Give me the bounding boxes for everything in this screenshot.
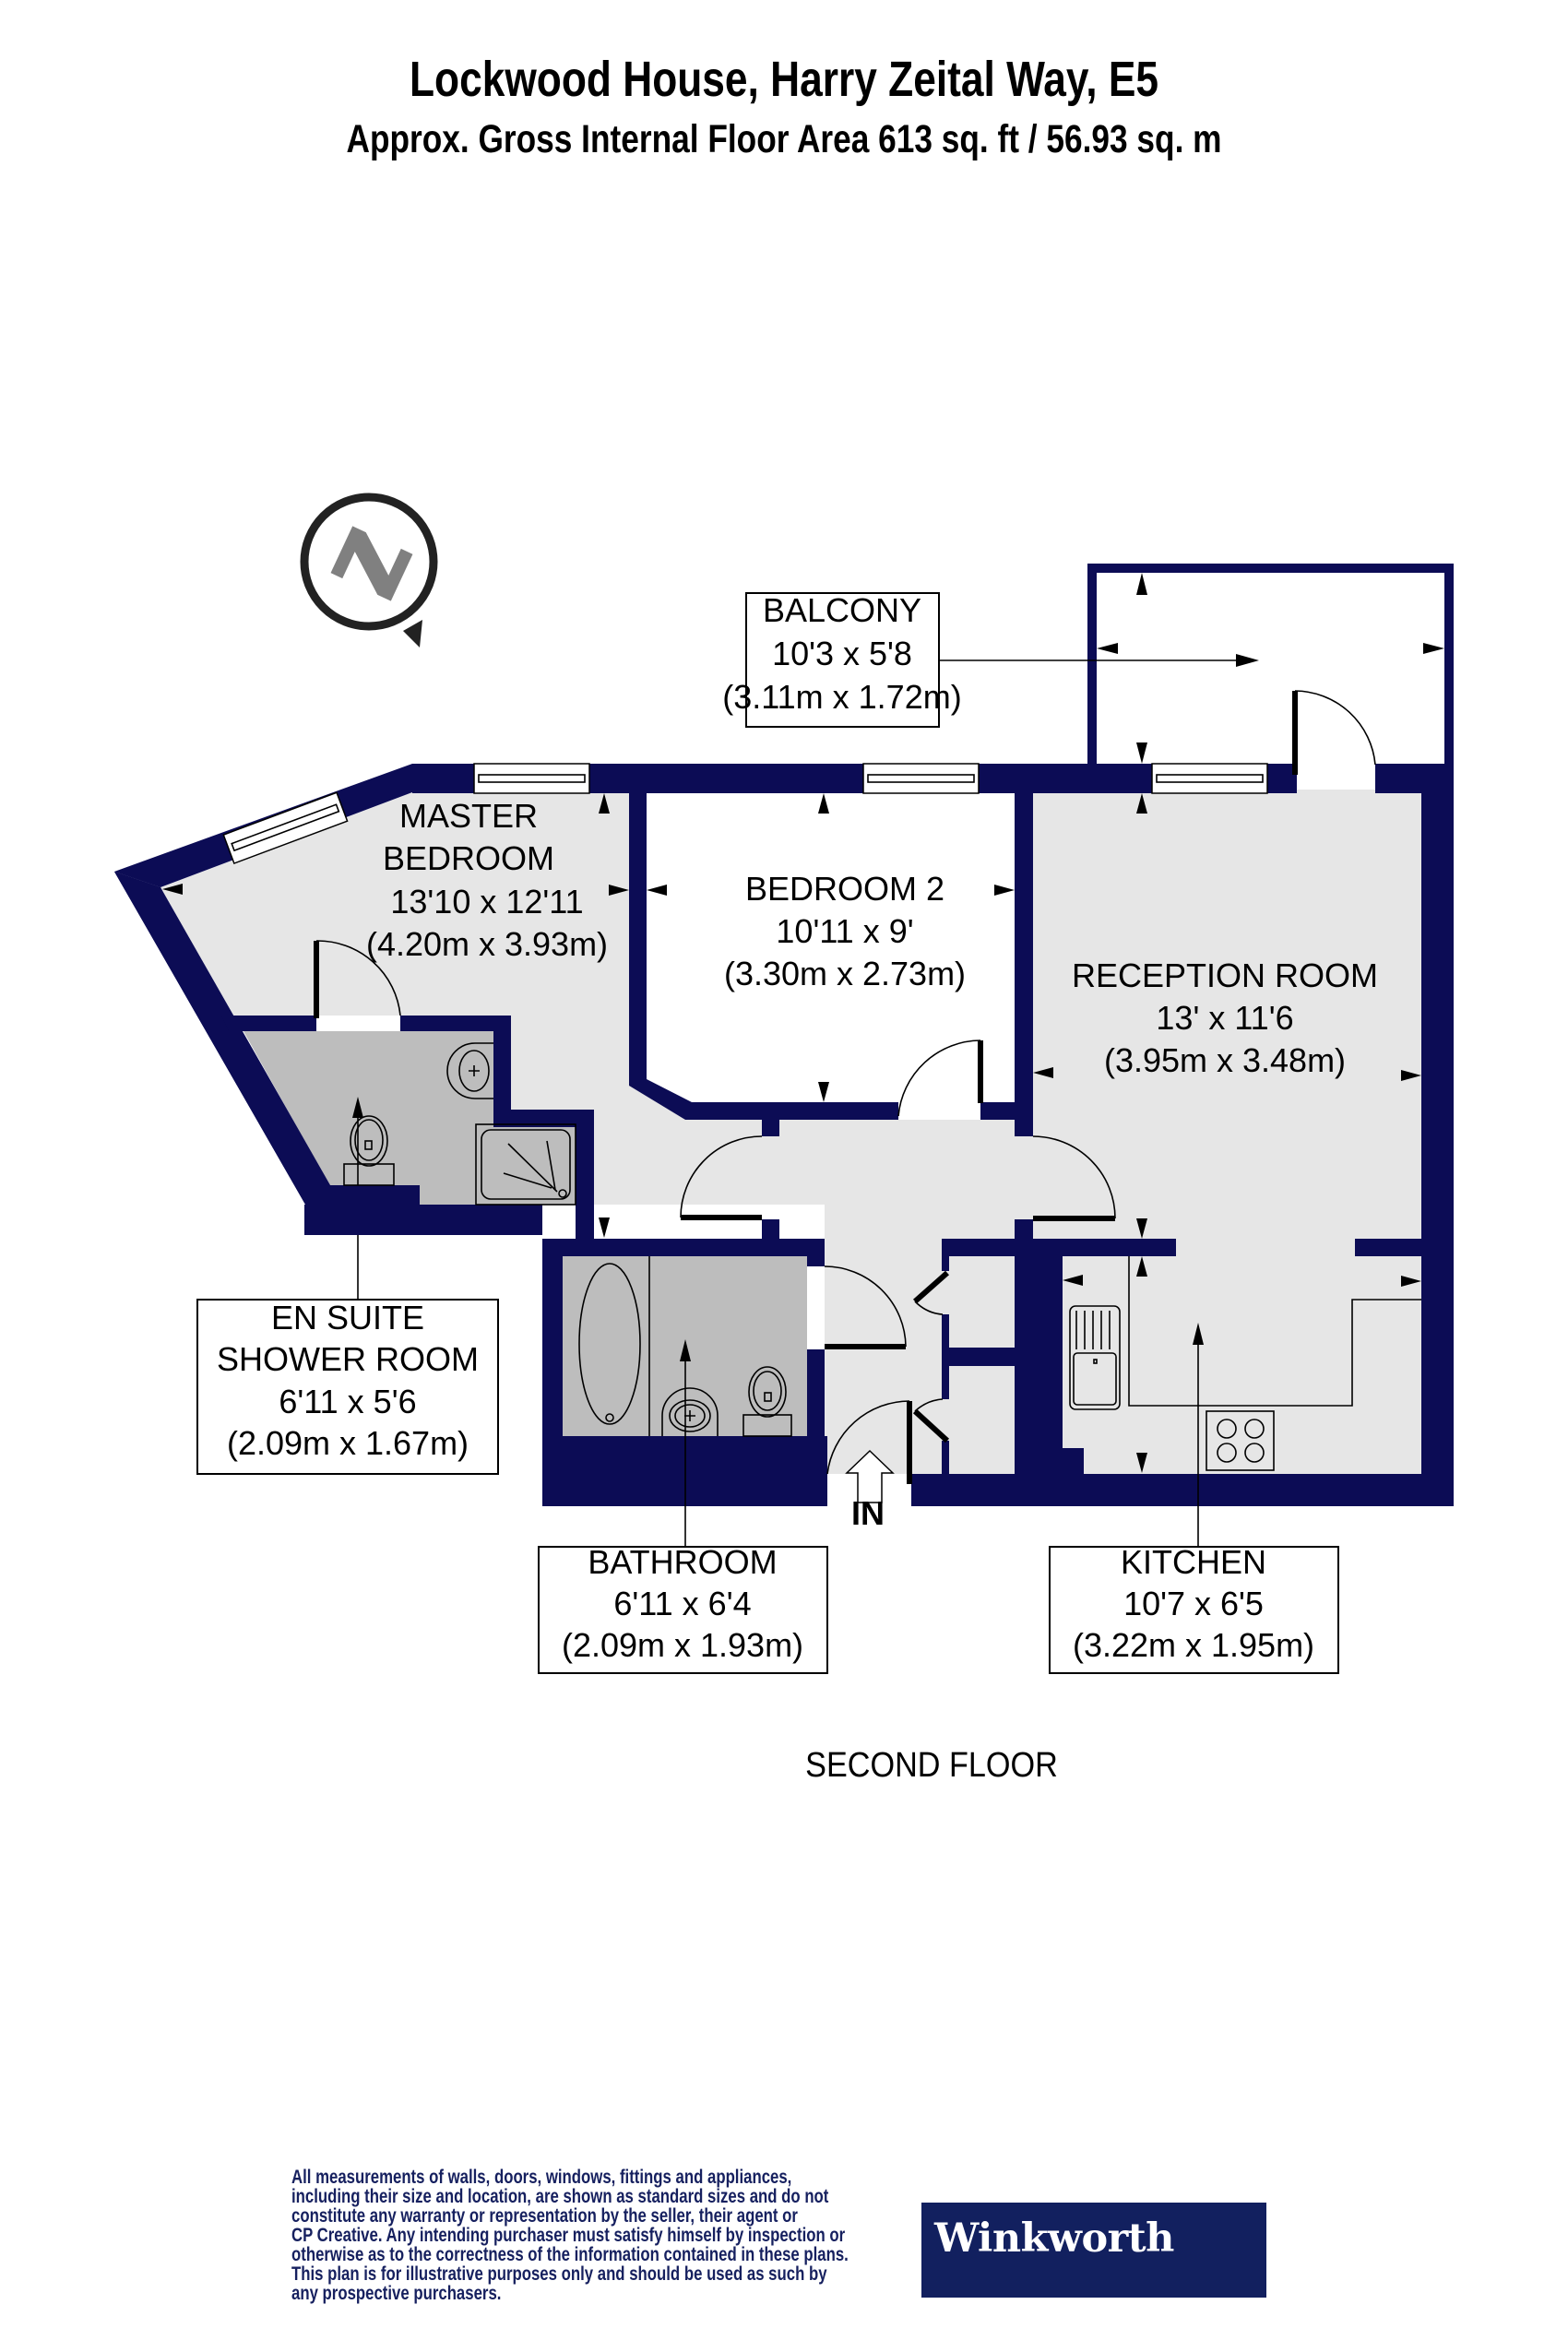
winkworth-logo: Winkworth: [921, 2203, 1266, 2298]
svg-text:13' x 11'6: 13' x 11'6: [1156, 999, 1293, 1037]
property-title: Lockwood House, Harry Zeital Way, E5: [409, 52, 1159, 107]
svg-text:EN SUITE: EN SUITE: [271, 1299, 424, 1336]
window-master-top: [473, 763, 590, 794]
svg-text:10'3 x 5'8: 10'3 x 5'8: [772, 635, 912, 672]
room-label-reception: RECEPTION ROOM 13' x 11'6 (3.95m x 3.48m…: [1072, 956, 1378, 1079]
doors: [314, 690, 1376, 1484]
toilet-icon-bath: [742, 1366, 792, 1437]
sink-icon: [1069, 1305, 1121, 1410]
callout-bathroom: BATHROOM 6'11 x 6'4 (2.09m x 1.93m): [538, 1543, 828, 1674]
callout-balcony: BALCONY 10'3 x 5'8 (3.11m x 1.72m): [722, 591, 962, 728]
north-compass-icon: [300, 493, 438, 647]
dimension-arrows: [162, 573, 1444, 1562]
fixtures: [343, 1042, 1421, 1471]
svg-text:10'7 x 6'5: 10'7 x 6'5: [1123, 1585, 1264, 1622]
svg-text:6'11 x 5'6: 6'11 x 5'6: [279, 1383, 416, 1420]
svg-text:13'10 x 12'11: 13'10 x 12'11: [390, 883, 583, 921]
callout-kitchen: KITCHEN 10'7 x 6'5 (3.22m x 1.95m): [1049, 1543, 1339, 1674]
floor-area-subtitle: Approx. Gross Internal Floor Area 613 sq…: [346, 117, 1222, 161]
svg-text:MASTER: MASTER: [399, 797, 538, 835]
svg-text:(3.22m x 1.95m): (3.22m x 1.95m): [1073, 1626, 1314, 1664]
svg-text:(3.95m x 3.48m): (3.95m x 3.48m): [1104, 1041, 1346, 1079]
svg-text:(4.20m x 3.93m): (4.20m x 3.93m): [366, 925, 608, 963]
svg-text:(2.09m x 1.93m): (2.09m x 1.93m): [562, 1626, 803, 1664]
room-label-master-bedroom: MASTER BEDROOM 13'10 x 12'11 (4.20m x 3.…: [366, 797, 608, 963]
svg-text:KITCHEN: KITCHEN: [1121, 1543, 1266, 1581]
svg-text:BEDROOM: BEDROOM: [383, 839, 554, 877]
svg-text:10'11 x 9': 10'11 x 9': [776, 912, 913, 950]
disclaimer-text: All measurements of walls, doors, window…: [291, 2166, 849, 2304]
toilet-icon: [343, 1115, 395, 1186]
brand-name: Winkworth: [934, 2215, 1174, 2262]
svg-text:(3.11m x 1.72m): (3.11m x 1.72m): [722, 678, 961, 716]
svg-text:BATHROOM: BATHROOM: [588, 1543, 777, 1581]
shower-tray-icon: [475, 1123, 576, 1206]
window-bedroom2: [862, 763, 980, 794]
bath-icon: [578, 1256, 650, 1436]
svg-text:BEDROOM 2: BEDROOM 2: [745, 870, 944, 908]
basin-icon-bath: [661, 1387, 719, 1436]
svg-text:RECEPTION ROOM: RECEPTION ROOM: [1072, 956, 1378, 994]
basin-icon: [446, 1042, 493, 1099]
svg-text:(3.30m x 2.73m): (3.30m x 2.73m): [724, 955, 966, 992]
entrance-label: IN: [851, 1494, 885, 1532]
windows: [222, 763, 1268, 865]
svg-text:6'11 x 6'4: 6'11 x 6'4: [613, 1585, 751, 1622]
svg-text:(2.09m x 1.67m): (2.09m x 1.67m): [227, 1424, 469, 1462]
floor-level-label: SECOND FLOOR: [805, 1746, 1058, 1785]
room-label-bedroom-2: BEDROOM 2 10'11 x 9' (3.30m x 2.73m): [724, 870, 966, 992]
entrance-arrow-icon: [845, 1449, 895, 1503]
hob-icon: [1206, 1410, 1275, 1471]
callout-en-suite: EN SUITE SHOWER ROOM 6'11 x 5'6 (2.09m x…: [196, 1299, 499, 1475]
window-reception: [1151, 763, 1268, 794]
floor-fill: [160, 792, 1421, 1474]
svg-text:BALCONY: BALCONY: [763, 591, 921, 629]
window-master-angled: [222, 791, 349, 865]
svg-text:SHOWER ROOM: SHOWER ROOM: [217, 1340, 479, 1378]
